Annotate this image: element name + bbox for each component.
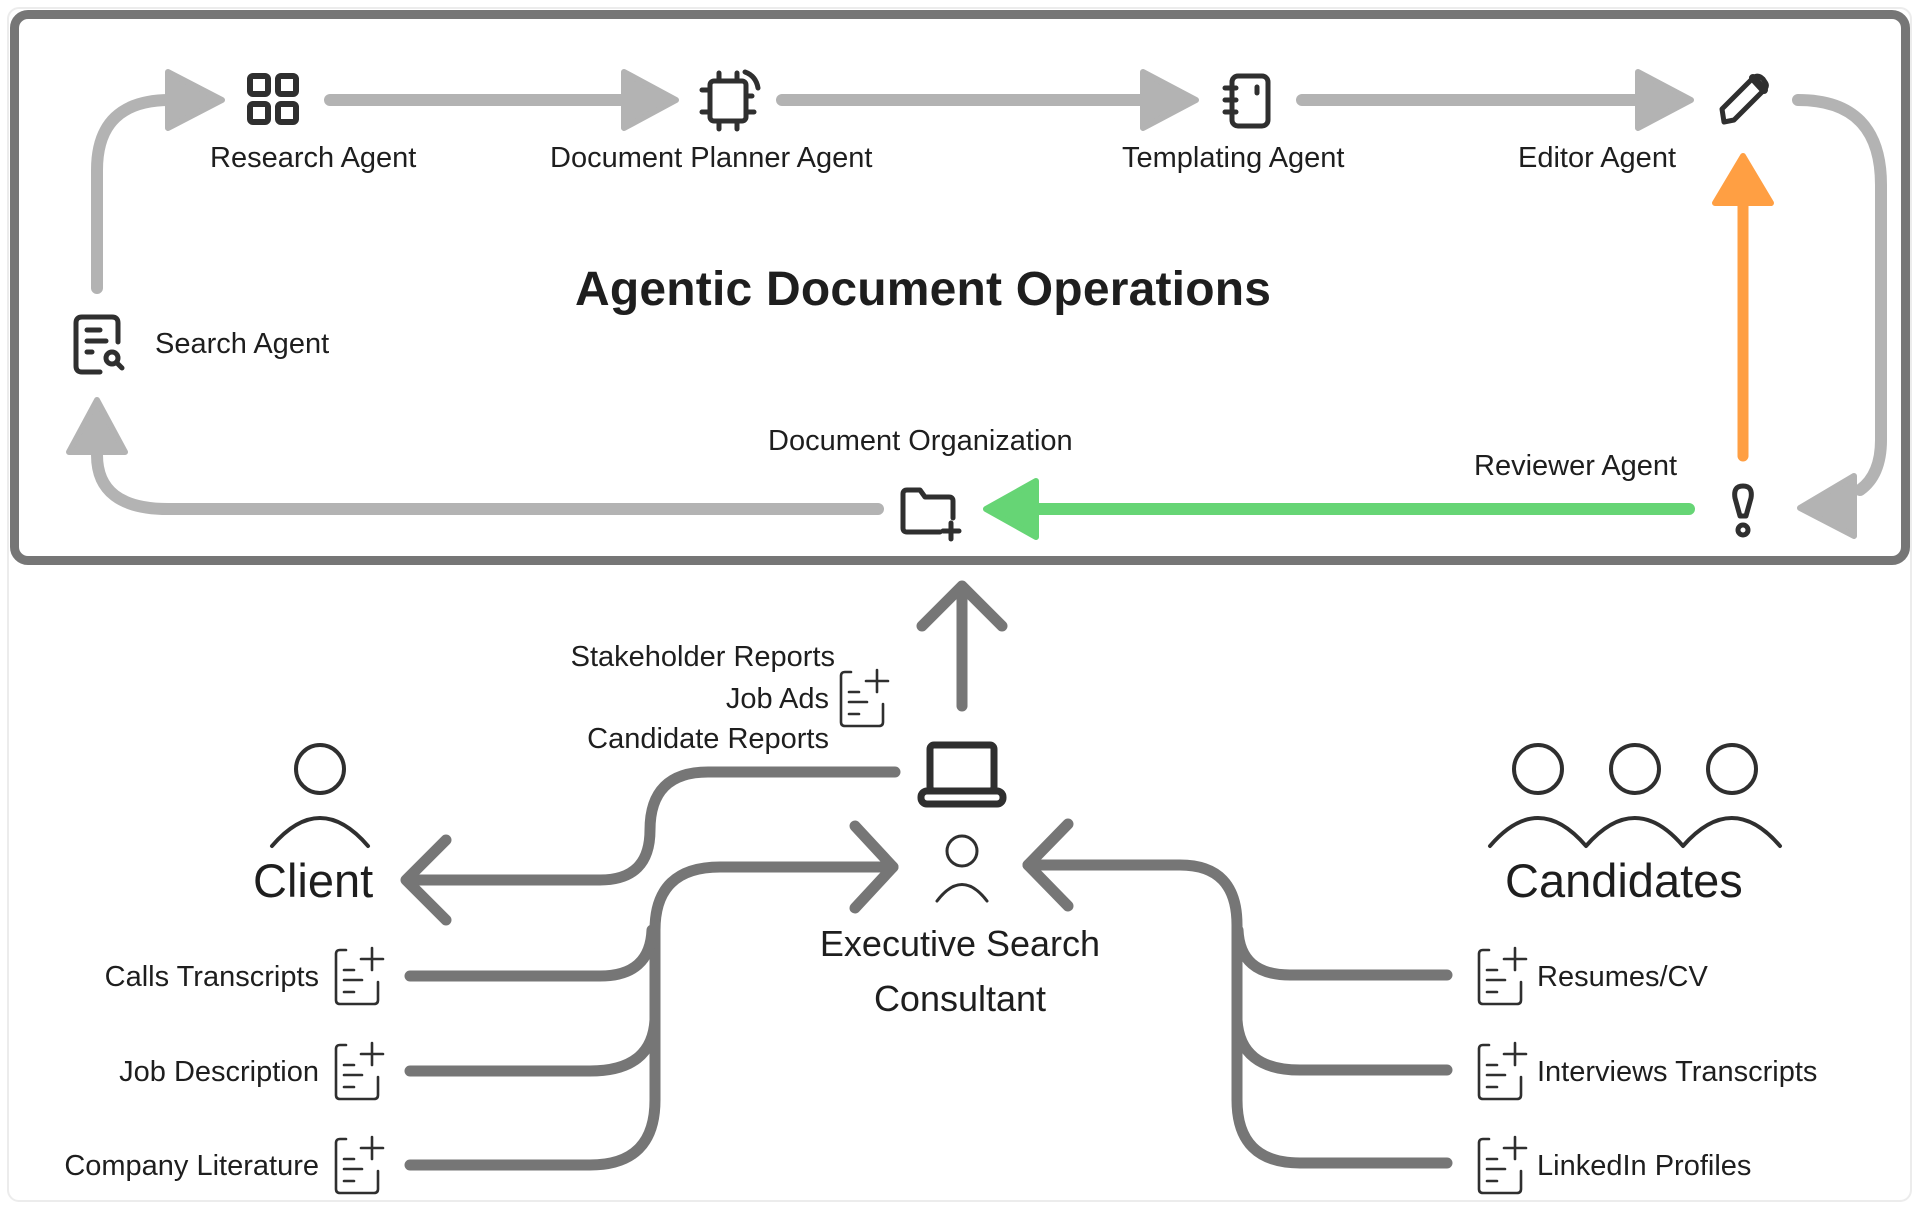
client-user-icon <box>270 743 370 848</box>
consultant-label-line2: Consultant <box>873 978 1047 1019</box>
connector-interviews <box>1231 1014 1453 1076</box>
arrowhead-client <box>400 834 452 926</box>
connector-laptop-to-client <box>404 766 901 886</box>
arrowhead-organization-green <box>983 478 1039 540</box>
arrowhead-research <box>165 69 225 131</box>
diagram-title: Agentic Document Operations <box>575 263 1272 316</box>
client-label: Client <box>253 854 374 907</box>
templating-agent-label: Templating Agent <box>1122 142 1345 174</box>
arrow-editor-to-reviewer <box>1792 94 1887 496</box>
output-job-ads: Job Ads <box>725 683 829 715</box>
document-add-icon-jobdesc <box>334 1041 385 1101</box>
candidates-label: Candidates <box>1505 854 1743 907</box>
output-stakeholder-reports: Stakeholder Reports <box>570 641 835 673</box>
client-doc-company-literature: Company Literature <box>64 1150 319 1182</box>
arrowhead-templating <box>1140 69 1199 131</box>
candidates-group-icon <box>1488 743 1782 848</box>
document-organization-label: Document Organization <box>768 425 1073 457</box>
document-add-icon-outputs <box>839 668 890 728</box>
notebook-icon <box>1222 73 1271 129</box>
candidate-doc-interviews: Interviews Transcripts <box>1537 1056 1818 1088</box>
document-add-icon-company <box>334 1135 385 1195</box>
document-add-icon-interviews <box>1477 1041 1528 1101</box>
arrowhead-planner <box>621 69 679 131</box>
arrowhead-editor-orange <box>1712 153 1774 206</box>
connector-calls-transcripts <box>404 924 658 982</box>
research-agent-label: Research Agent <box>210 142 417 174</box>
candidate-doc-resumes: Resumes/CV <box>1537 961 1708 993</box>
planner-agent-label: Document Planner Agent <box>550 142 873 174</box>
canvas-border <box>7 7 1912 1202</box>
exclamation-icon <box>1732 483 1754 538</box>
pencil-icon <box>1719 73 1769 125</box>
consultant-label: Executive Search Consultant <box>795 916 1125 1026</box>
arrow-organization-to-search <box>91 449 884 515</box>
client-doc-job-description: Job Description <box>119 1056 319 1088</box>
search-agent-label: Search Agent <box>155 328 330 360</box>
candidate-doc-linkedin: LinkedIn Profiles <box>1537 1150 1752 1182</box>
arrowhead-search <box>66 397 128 455</box>
grid-icon <box>247 73 299 125</box>
editor-agent-label: Editor Agent <box>1518 142 1676 174</box>
chip-icon <box>699 69 761 132</box>
folder-plus-icon <box>900 487 962 542</box>
document-add-icon-resumes <box>1477 946 1528 1006</box>
arrowhead-editor <box>1635 69 1694 131</box>
document-search-icon <box>73 314 125 375</box>
connector-resumes <box>1232 924 1453 981</box>
document-add-icon-calls <box>334 946 385 1006</box>
connector-candidates-to-consultant <box>1022 859 1453 1169</box>
reviewer-agent-label: Reviewer Agent <box>1474 450 1678 482</box>
output-candidate-reports: Candidate Reports <box>587 723 829 755</box>
arrowhead-reviewer <box>1797 473 1857 539</box>
client-doc-calls-transcripts: Calls Transcripts <box>104 961 319 993</box>
connector-job-description <box>404 1014 661 1077</box>
document-add-icon-linkedin <box>1477 1135 1528 1195</box>
laptop-icon <box>917 741 1007 808</box>
arrowhead-consultant-right <box>1022 818 1074 912</box>
arrowhead-outputs <box>916 580 1008 632</box>
arrow-search-to-research <box>91 94 176 294</box>
consultant-label-line1: Executive Search <box>819 923 1101 964</box>
arrowhead-consultant-left <box>849 820 899 914</box>
consultant-user-icon <box>935 834 989 903</box>
